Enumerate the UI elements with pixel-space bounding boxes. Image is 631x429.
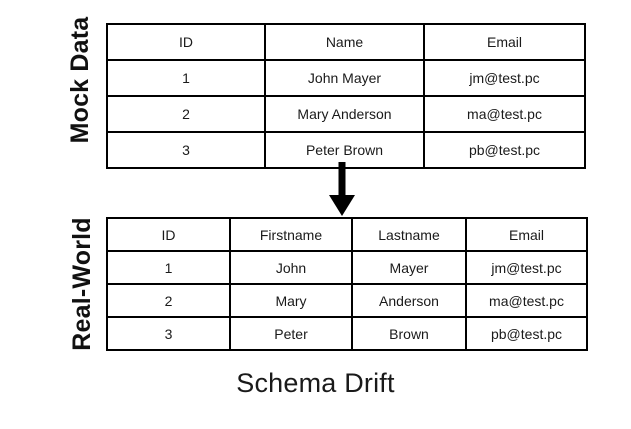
table-row: 1 John Mayer jm@test.pc [106,59,586,97]
header-cell-id: ID [106,23,266,61]
cell-id: 3 [106,316,231,351]
section-label-mock-data: Mock Data [66,16,94,144]
section-label-real-world: Real-World [68,217,96,351]
header-cell-name: Name [264,23,425,61]
cell-email: pb@test.pc [423,131,586,169]
real-world-table: ID Firstname Lastname Email 1 John Mayer… [106,217,588,351]
table-row: 2 Mary Anderson ma@test.pc [106,283,588,318]
figure-caption: Schema Drift [236,368,395,398]
cell-id: 1 [106,250,231,285]
table-row: 1 John Mayer jm@test.pc [106,250,588,285]
cell-firstname: Peter [229,316,353,351]
cell-lastname: Mayer [351,250,467,285]
cell-email: ma@test.pc [465,283,588,318]
header-cell-email: Email [423,23,586,61]
table-row: 2 Mary Anderson ma@test.pc [106,95,586,133]
table-header-row: ID Name Email [106,23,586,61]
cell-id: 2 [106,95,266,133]
cell-id: 3 [106,131,266,169]
down-arrow-icon [329,162,355,216]
header-cell-id: ID [106,217,231,252]
header-cell-email: Email [465,217,588,252]
cell-name: John Mayer [264,59,425,97]
cell-lastname: Anderson [351,283,467,318]
cell-email: jm@test.pc [465,250,588,285]
cell-id: 1 [106,59,266,97]
cell-firstname: Mary [229,283,353,318]
header-cell-lastname: Lastname [351,217,467,252]
cell-firstname: John [229,250,353,285]
mock-data-table: ID Name Email 1 John Mayer jm@test.pc 2 … [106,23,586,169]
table-row: 3 Peter Brown pb@test.pc [106,316,588,351]
header-cell-firstname: Firstname [229,217,353,252]
table-header-row: ID Firstname Lastname Email [106,217,588,252]
cell-email: jm@test.pc [423,59,586,97]
cell-name: Mary Anderson [264,95,425,133]
cell-email: pb@test.pc [465,316,588,351]
cell-id: 2 [106,283,231,318]
cell-lastname: Brown [351,316,467,351]
cell-email: ma@test.pc [423,95,586,133]
